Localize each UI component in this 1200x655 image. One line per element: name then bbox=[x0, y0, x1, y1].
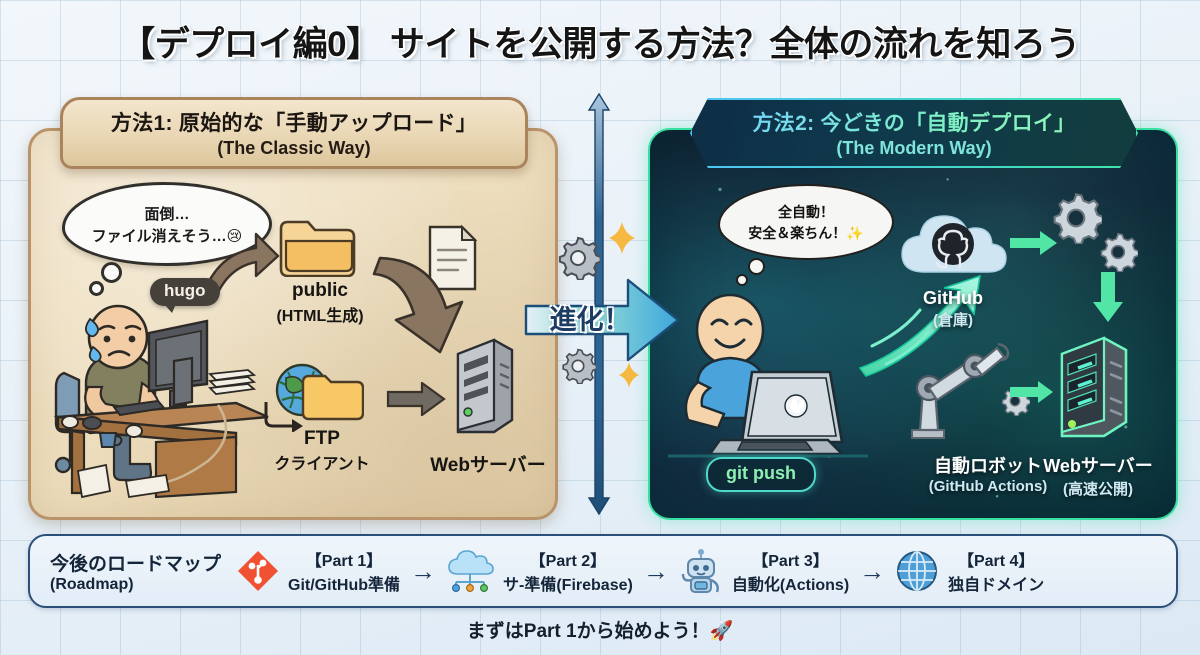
modern-server-label-line1: Webサーバー bbox=[1043, 456, 1153, 476]
roadmap-step-2[interactable]: 【Part 2】 サ-準備(Firebase) bbox=[446, 547, 633, 595]
cloud-icon bbox=[448, 550, 494, 592]
globe-icon bbox=[897, 551, 938, 591]
evolution-label: 進化！ bbox=[549, 305, 631, 335]
classic-header-line2: (The Classic Way) bbox=[217, 138, 371, 158]
html-file-icon bbox=[428, 224, 478, 291]
ftp-label-line2: クライアント bbox=[274, 456, 370, 473]
roadmap-step-1[interactable]: 【Part 1】 Git/GitHub準備 bbox=[237, 547, 400, 595]
roadmap-step-4-desc: 独自ドメイン bbox=[948, 577, 1045, 594]
github-label-line2: (倉庫) bbox=[933, 312, 973, 329]
roadmap-arrow-3: → bbox=[859, 555, 886, 586]
arrow-public-to-server-icon bbox=[372, 256, 464, 354]
robot-label-line1: 自動ロボット bbox=[934, 456, 1042, 476]
modern-thought-line1: 全自動！ bbox=[778, 203, 834, 220]
roadmap-step-2-title: 【Part 2】 bbox=[529, 553, 607, 570]
classic-header-line1: 方法1: 原始的な「手動アップロード」 bbox=[110, 112, 478, 135]
robot-label: 自動ロボット (GitHub Actions) bbox=[880, 452, 1096, 495]
roadmap-title-line2: (Roadmap) bbox=[50, 575, 134, 593]
classic-webserver-icon bbox=[456, 338, 514, 434]
gear-icon bbox=[558, 236, 600, 280]
arrow-ftp-to-webserver-icon bbox=[386, 382, 446, 416]
ftp-label-line1: FTP bbox=[304, 428, 340, 449]
gear-actions-large-icon bbox=[1053, 193, 1102, 244]
modern-thought-bubble: 全自動！ 安全＆楽ちん！✨ bbox=[718, 184, 894, 286]
upward-growth-arrow-icon bbox=[858, 274, 981, 377]
evolution-arrow-icon bbox=[524, 278, 680, 362]
public-folder-label: public (HTML生成) bbox=[265, 280, 375, 326]
git-icon bbox=[238, 551, 279, 591]
classic-webserver-label: Webサーバー bbox=[418, 450, 558, 477]
roadmap-step-2-desc: サ-準備(Firebase) bbox=[503, 577, 633, 594]
roadmap-step-1-desc: Git/GitHub準備 bbox=[288, 577, 401, 594]
modern-header-line1: 方法2: 今どきの「自動デプロイ」 bbox=[753, 107, 1076, 137]
robot-label-line2: (GitHub Actions) bbox=[928, 478, 1048, 495]
arrow-actions-to-server-icon bbox=[1093, 272, 1123, 322]
public-label-line1: public bbox=[292, 280, 348, 301]
github-label: GitHub (倉庫) bbox=[898, 288, 1008, 330]
gear-small-icon bbox=[562, 348, 596, 384]
roadmap-step-1-title: 【Part 1】 bbox=[305, 553, 383, 570]
roadmap-step-4-title: 【Part 4】 bbox=[957, 553, 1035, 570]
arrow-globe-to-ftp-icon bbox=[264, 402, 303, 432]
github-cloud-icon bbox=[901, 215, 1007, 273]
modern-panel-header: 方法2: 今どきの「自動デプロイ」 (The Modern Way) bbox=[690, 98, 1138, 168]
ftp-folder-icon bbox=[301, 374, 364, 421]
arrow-person-to-public-icon bbox=[200, 232, 280, 304]
modern-thought-line2: 安全＆楽ちん！✨ bbox=[748, 224, 864, 241]
modern-server-label-line2: (高速公開) bbox=[1063, 481, 1133, 498]
roadmap-step-3[interactable]: 【Part 3】 自動化(Actions) bbox=[679, 547, 849, 595]
modern-webserver-icon bbox=[1060, 336, 1128, 438]
vertical-divider-arrow-icon bbox=[587, 92, 611, 516]
page-title: 【デプロイ編0】 サイトを公開する方法？全体の流れを知ろう bbox=[0, 0, 1200, 82]
roadmap-title-line1: 今後のロードマップ bbox=[50, 553, 222, 575]
classic-thought-bubble: 面倒… ファイル消えそう…😢 bbox=[62, 182, 272, 296]
classic-panel-header: 方法1: 原始的な「手動アップロード」 (The Classic Way) bbox=[60, 97, 528, 169]
roadmap-arrow-2: → bbox=[642, 555, 669, 586]
classic-thought-line1: 面倒… bbox=[144, 205, 190, 223]
modern-header-line2: (The Modern Way) bbox=[836, 138, 992, 158]
classic-server-label-text: Webサーバー bbox=[430, 455, 546, 476]
github-label-line1: GitHub bbox=[923, 288, 983, 308]
arrow-robot-to-server-icon bbox=[1010, 381, 1053, 403]
robot-arm-icon bbox=[911, 342, 1010, 439]
stressed-developer-illustration bbox=[53, 304, 269, 499]
hugo-badge: hugo bbox=[150, 278, 220, 313]
arrow-github-to-actions-icon bbox=[1010, 231, 1057, 255]
footer-note: まずはPart 1から始めよう！🚀 bbox=[466, 621, 734, 642]
sparkle-small-icon bbox=[618, 362, 640, 388]
page-title-text: 【デプロイ編0】 サイトを公開する方法？全体の流れを知ろう bbox=[120, 24, 1080, 64]
robot-icon bbox=[681, 549, 719, 593]
git-push-badge: git push bbox=[706, 457, 816, 492]
public-folder-icon bbox=[279, 220, 356, 277]
roadmap-step-3-desc: 自動化(Actions) bbox=[731, 577, 850, 594]
roadmap-step-4[interactable]: 【Part 4】 独自ドメイン bbox=[895, 547, 1044, 595]
roadmap-arrow-1: → bbox=[410, 555, 437, 586]
happy-developer-illustration bbox=[668, 293, 868, 458]
classic-thought-line2: ファイル消えそう…😢 bbox=[91, 227, 243, 245]
modern-webserver-label: Webサーバー (高速公開) bbox=[1034, 452, 1162, 499]
roadmap-bar: 今後のロードマップ (Roadmap) 【Part 1】 Git/GitHub準… bbox=[28, 534, 1178, 608]
sparkle-icon bbox=[609, 222, 635, 254]
gear-actions-small-icon bbox=[1100, 232, 1138, 272]
ftp-client-label: FTP クライアント bbox=[262, 428, 382, 474]
roadmap-title: 今後のロードマップ (Roadmap) bbox=[50, 549, 221, 594]
public-label-line2: (HTML生成) bbox=[276, 308, 364, 325]
roadmap-step-3-title: 【Part 3】 bbox=[752, 553, 829, 570]
